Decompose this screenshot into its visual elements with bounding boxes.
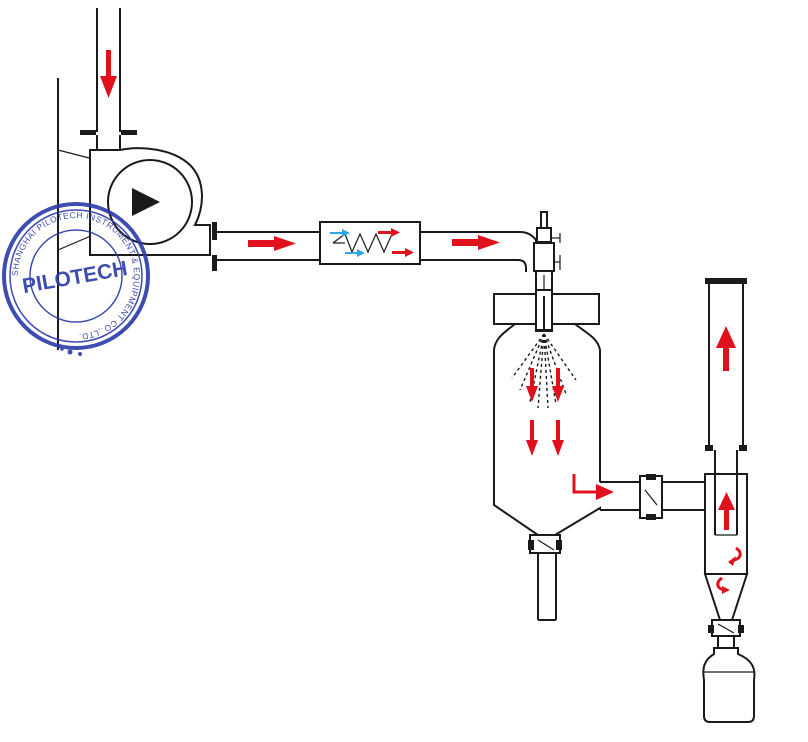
heater: [319, 221, 421, 265]
spray-cone: [511, 333, 577, 409]
exhaust-pipe: [705, 278, 747, 474]
blower-outlet-duct: [212, 222, 320, 271]
heater-outlet-duct: [420, 231, 537, 272]
duct-flow-arrow-2: [452, 235, 500, 250]
chamber-outlet-arrow: [572, 474, 614, 500]
duct-flow-arrow-1: [248, 236, 296, 251]
blower: [89, 147, 211, 256]
chamber-flow-arrows: [526, 368, 564, 456]
collection-bottle: [702, 647, 756, 723]
cyclone-flow-arrows: [716, 492, 742, 594]
inlet-flow-arrow: [100, 50, 117, 98]
pilotech-stamp: SHANGHAI PILOTECH INSTRUMENT & EQUIPMENT…: [2, 202, 150, 356]
stamp-brand-text: PILOTECH: [21, 257, 130, 298]
cyclone-connector: [600, 474, 705, 520]
blower-play-icon: [132, 188, 160, 216]
drying-chamber: [493, 289, 601, 621]
air-inlet-pipe: [80, 8, 137, 150]
exhaust-flow-arrow: [716, 326, 736, 371]
